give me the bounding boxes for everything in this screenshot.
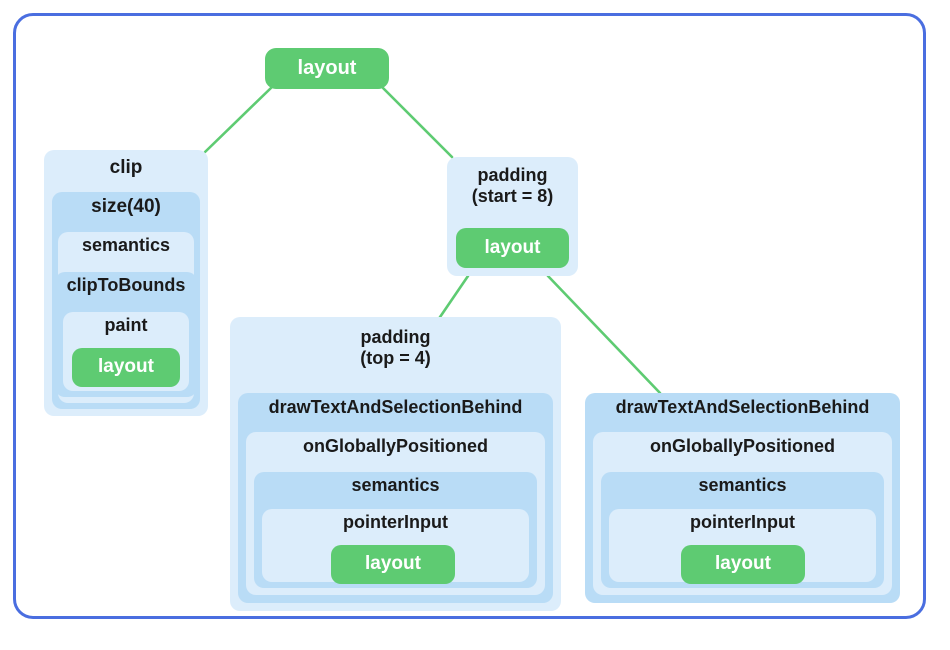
node-clip-semantics-label: semantics [81,235,171,255]
node-right-draw-text-and-selection-behind-label: drawTextAndSelectionBehind [615,397,870,417]
node-middle-on-globally-positioned-label: onGloballyPositioned [302,436,488,456]
node-right-layout-label: layout [715,553,771,575]
node-padding-top-label: padding (top = 4) [360,327,431,369]
node-root-layout-label: layout [297,56,357,79]
node-clip-layout-label: layout [98,356,154,378]
node-middle-draw-text-and-selection-behind-label: drawTextAndSelectionBehind [268,397,523,417]
node-clip-layout[interactable]: layout [72,348,180,387]
node-paint-label: paint [104,315,148,335]
diagram-frame-border [13,13,926,619]
node-clip-label: clip [109,157,143,178]
node-clip-to-bounds-label: clipToBounds [66,275,186,295]
node-root-layout[interactable]: layout [265,48,389,89]
node-middle-layout-label: layout [365,553,421,575]
node-right-pointer-input-label: pointerInput [690,512,795,532]
node-size-40-label: size(40) [91,196,161,217]
node-padding-start-label: padding (start = 8) [471,165,554,207]
node-middle-layout[interactable]: layout [331,545,455,584]
node-right-on-globally-positioned-label: onGloballyPositioned [649,436,835,456]
node-middle-pointer-input-label: pointerInput [343,512,448,532]
node-padding-start-layout-label: layout [484,236,541,258]
node-right-layout[interactable]: layout [681,545,805,584]
node-right-semantics-label: semantics [698,475,787,495]
node-middle-semantics-label: semantics [351,475,440,495]
node-padding-start-layout[interactable]: layout [456,228,569,268]
